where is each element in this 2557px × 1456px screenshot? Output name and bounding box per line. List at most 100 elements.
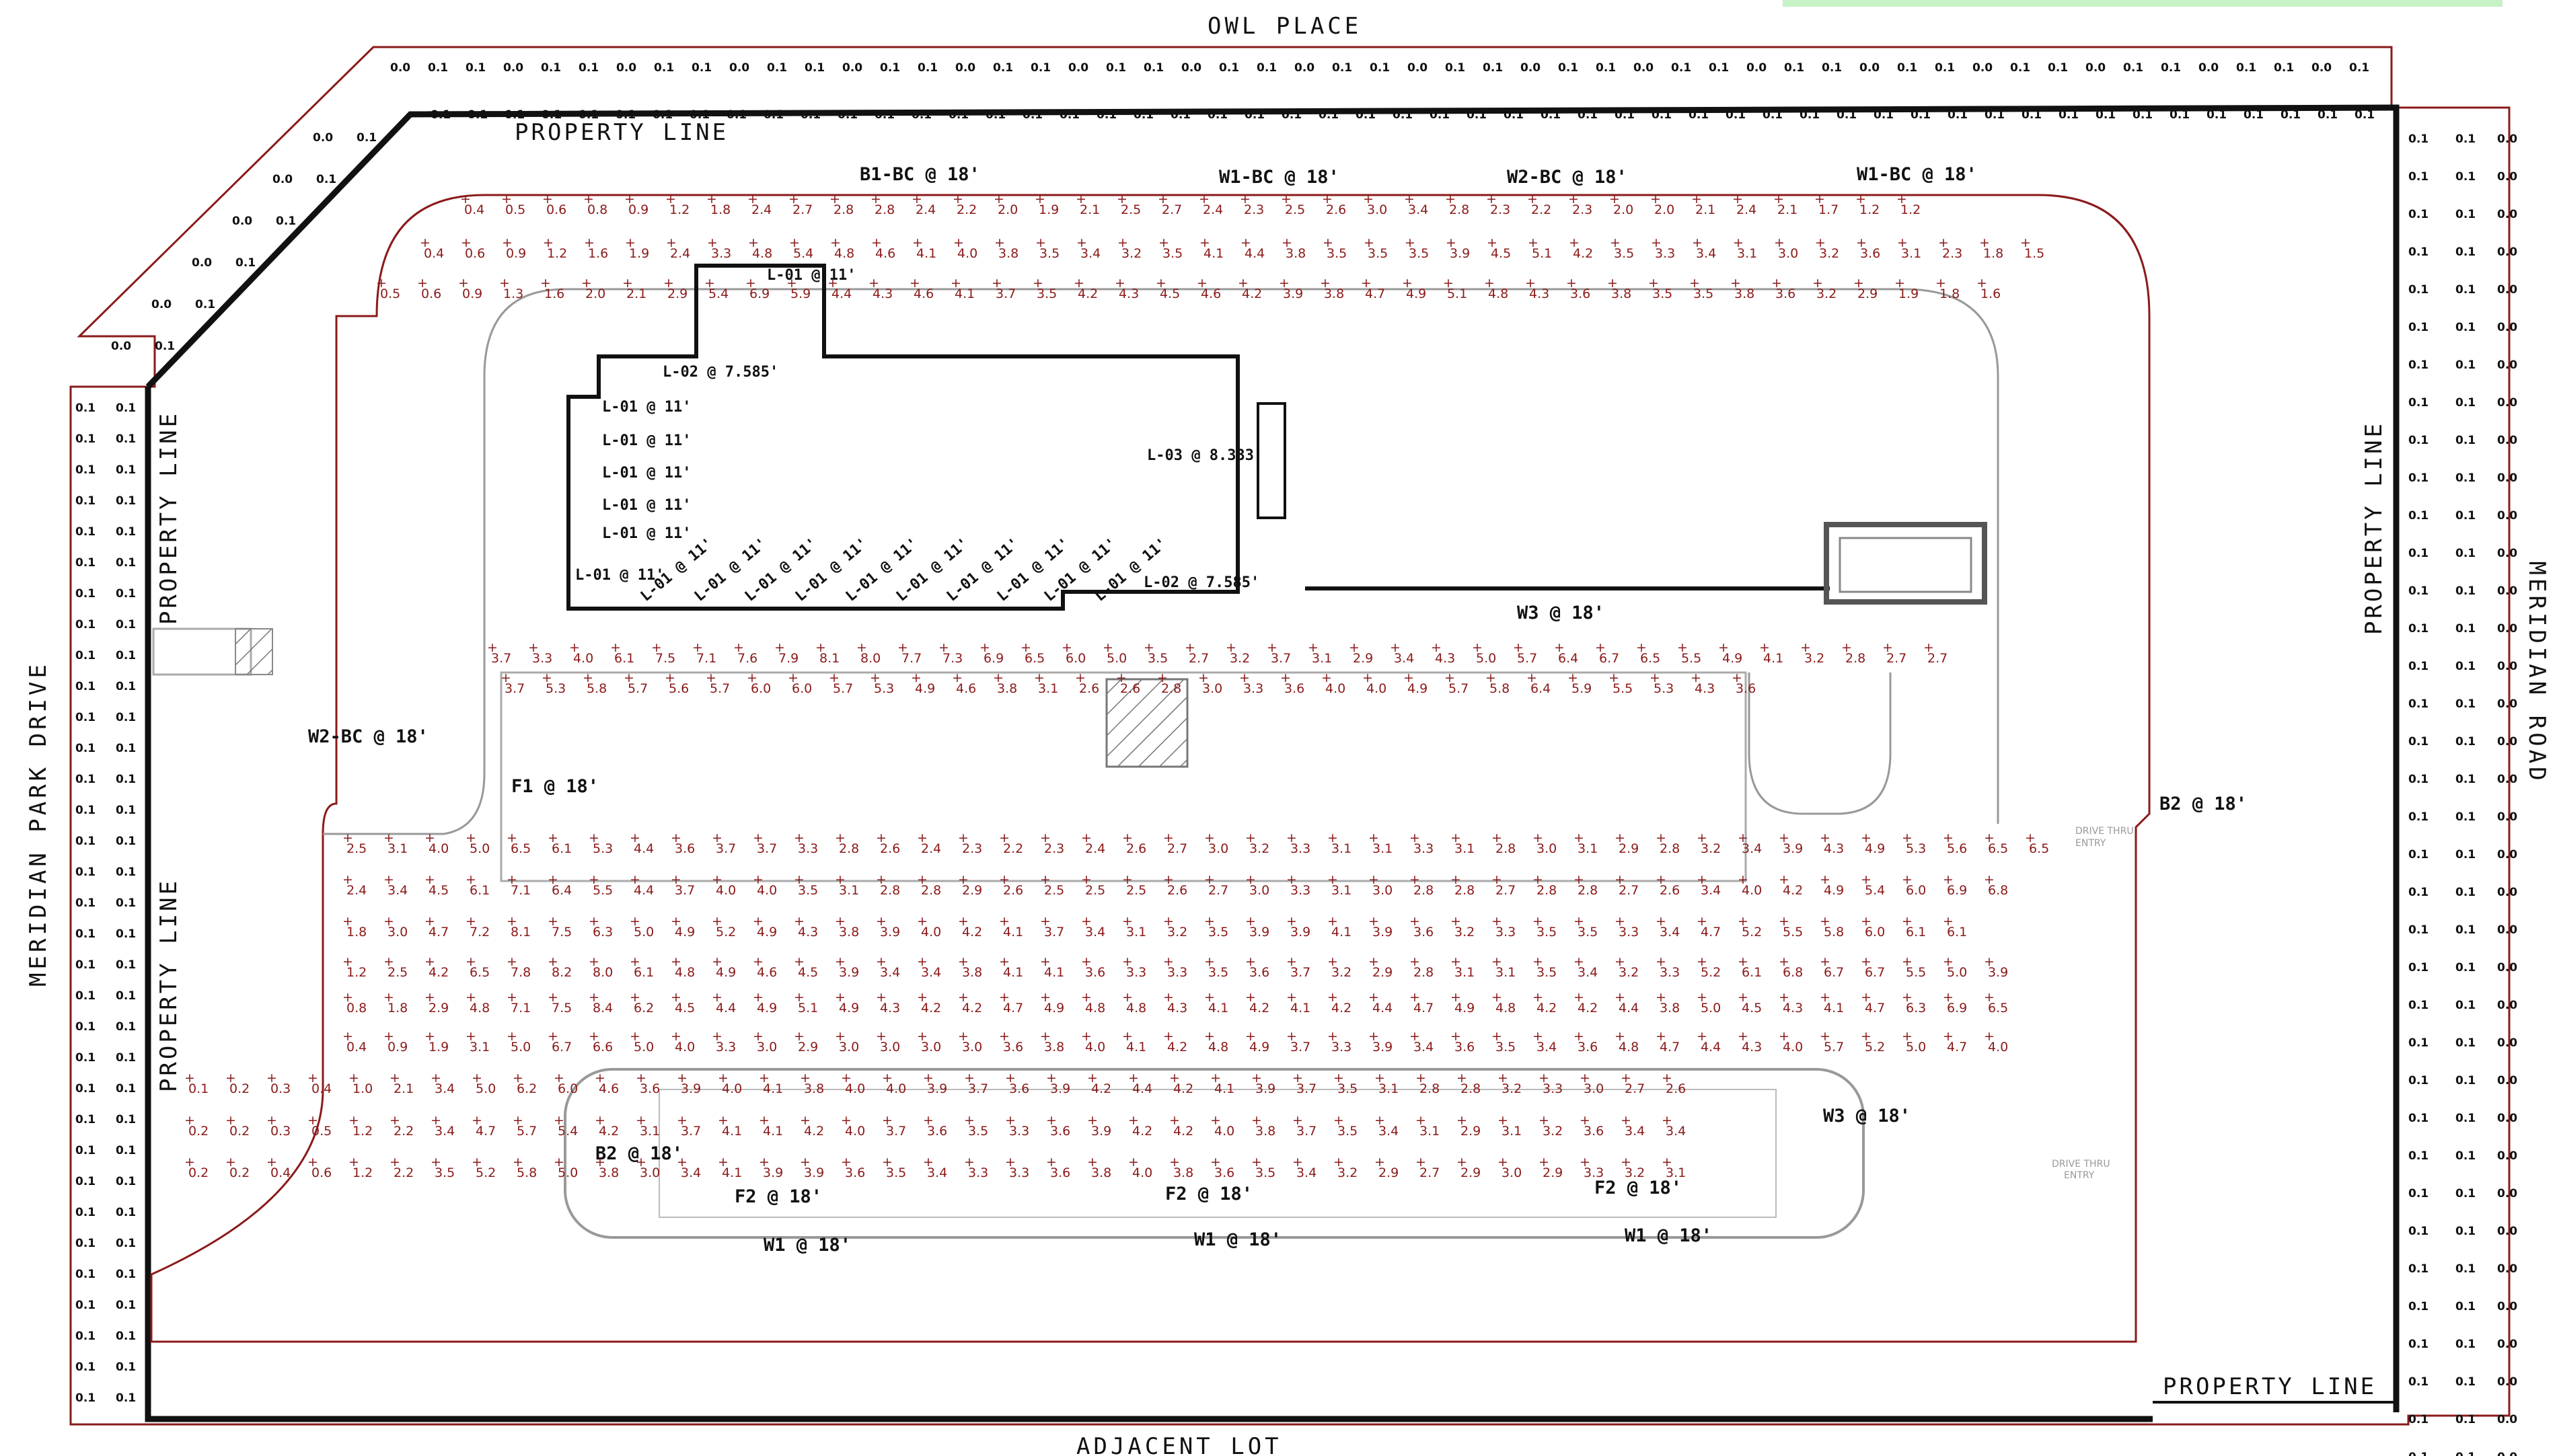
grid-mark: + (1122, 1029, 1133, 1044)
grid-mark: + (1327, 990, 1338, 1005)
lux-reading: 3.4 (1394, 651, 1414, 666)
boundary-reading: 0.1 (1467, 108, 1487, 122)
grid-mark: + (1691, 192, 1702, 206)
fixture-label[interactable]: F2 @ 18' (1594, 1178, 1682, 1198)
lux-reading: 3.6 (1570, 286, 1590, 301)
fixture-label[interactable]: L-03 @ 8.333' (1147, 447, 1263, 464)
grid-mark: + (794, 872, 805, 887)
grid-mark: + (1532, 872, 1543, 887)
boundary-reading: 0.0 (2497, 1262, 2517, 1276)
lux-reading: 2.4 (670, 246, 690, 261)
lux-reading: 3.3 (1619, 925, 1639, 940)
grid-mark: + (1662, 1113, 1672, 1128)
grid-mark: + (466, 831, 476, 845)
lux-reading: 3.4 (1696, 246, 1716, 261)
boundary-reading: 0.1 (75, 1020, 96, 1034)
fixture-label[interactable]: W3 @ 18' (1823, 1106, 1911, 1126)
fixture-label[interactable]: L-02 @ 7.585' (663, 364, 778, 381)
grid-mark: + (677, 1155, 688, 1170)
lux-reading: 4.1 (916, 246, 936, 261)
grid-mark: + (225, 1071, 236, 1085)
lux-reading: 4.8 (675, 965, 695, 980)
lux-reading: 4.9 (915, 681, 935, 696)
grid-mark: + (1656, 954, 1666, 969)
boundary-reading: 0.1 (2408, 471, 2429, 485)
grid-mark: + (1697, 954, 1707, 969)
fixture-label[interactable]: L-02 @ 7.585' (1144, 574, 1259, 591)
lux-reading: 3.0 (921, 1040, 941, 1055)
lux-reading: 2.9 (1619, 841, 1639, 856)
lux-reading: 6.4 (1558, 651, 1578, 666)
grid-mark: + (794, 954, 805, 969)
lux-reading: 3.2 (1543, 1124, 1563, 1139)
lux-reading: 8.2 (552, 965, 572, 980)
fixture-label[interactable]: W2-BC @ 18' (308, 726, 429, 747)
grid-mark: + (876, 831, 887, 845)
grid-mark: + (225, 1113, 236, 1128)
fixture-label[interactable]: W1 @ 18' (1194, 1229, 1282, 1250)
grid-mark: + (1081, 1029, 1092, 1044)
lux-reading: 0.9 (387, 1040, 408, 1055)
grid-mark: + (1738, 914, 1748, 929)
boundary-reading: 0.1 (1356, 108, 1376, 122)
grid-mark: + (876, 914, 887, 929)
fixture-label[interactable]: B1-BC @ 18' (860, 164, 980, 185)
grid-mark: + (1580, 1071, 1590, 1085)
boundary-reading: 0.1 (1822, 61, 1842, 75)
lux-reading: 4.1 (1824, 1001, 1844, 1016)
boundary-reading: 0.1 (838, 108, 858, 122)
grid-mark: + (1456, 1113, 1467, 1128)
fixture-label[interactable]: L-01 @ 11' (602, 432, 691, 449)
lux-reading: 1.8 (710, 202, 731, 217)
grid-mark: + (958, 914, 969, 929)
fixture-label[interactable]: F1 @ 18' (511, 776, 599, 797)
lux-reading: 3.0 (1202, 681, 1222, 696)
lux-reading: 3.1 (1495, 965, 1516, 980)
fixture-label[interactable]: W1-BC @ 18' (1857, 164, 1977, 185)
boundary-reading: 0.1 (75, 556, 96, 570)
grid-mark: + (1245, 990, 1256, 1005)
lux-reading: 2.9 (962, 883, 982, 898)
lux-reading: 6.1 (1906, 925, 1926, 940)
fixture-label[interactable]: L-01 @ 11' (575, 567, 664, 584)
fixture-label[interactable]: W1 @ 18' (1625, 1225, 1712, 1246)
fixture-label[interactable]: L-01 @ 11' (602, 399, 691, 416)
fixture-label[interactable]: W3 @ 18' (1517, 603, 1604, 623)
fixture-label[interactable]: F2 @ 18' (1165, 1184, 1253, 1204)
boundary-reading: 0.1 (1874, 108, 1894, 122)
fixture-label[interactable]: F2 @ 18' (735, 1186, 822, 1207)
fixture-label[interactable]: L-01 @ 11' (602, 497, 691, 514)
fixture-label[interactable]: W1 @ 18' (764, 1235, 851, 1256)
lux-reading: 2.5 (1126, 883, 1146, 898)
fixture-label[interactable]: L-01 @ 11' (602, 465, 691, 482)
lux-reading: 4.3 (1435, 651, 1455, 666)
grid-mark: + (964, 1113, 975, 1128)
grid-mark: + (548, 954, 558, 969)
grid-mark: + (1662, 1071, 1672, 1085)
lux-reading: 6.5 (1988, 1001, 2008, 1016)
fixture-label[interactable]: B2 @ 18' (595, 1143, 683, 1164)
lux-reading: 0.5 (380, 286, 400, 301)
fixture-label[interactable]: L-01 @ 11' (602, 525, 691, 542)
grid-mark: + (507, 831, 517, 845)
lux-reading: 3.3 (1495, 925, 1516, 940)
grid-mark: + (1128, 1155, 1139, 1170)
grid-mark: + (999, 1029, 1010, 1044)
lux-reading: 2.3 (1942, 246, 1962, 261)
boundary-reading: 0.1 (116, 1113, 136, 1126)
boundary-reading: 0.1 (2455, 1187, 2476, 1200)
boundary-reading: 0.1 (2455, 396, 2476, 410)
boundary-reading: 0.0 (1746, 61, 1767, 75)
grid-mark: + (1040, 1029, 1051, 1044)
grid-mark: + (1487, 235, 1497, 250)
lux-reading: 3.5 (968, 1124, 988, 1139)
grid-mark: + (870, 192, 881, 206)
fixture-label[interactable]: W1-BC @ 18' (1219, 167, 1339, 188)
property-line-label-south: PROPERTY LINE (2163, 1373, 2377, 1400)
boundary-reading: 0.1 (875, 108, 895, 122)
fixture-label[interactable]: W2-BC @ 18' (1507, 167, 1627, 188)
lux-reading: 3.1 (1372, 841, 1393, 856)
grid-mark: + (923, 1155, 934, 1170)
fixture-label[interactable]: B2 @ 18' (2159, 794, 2247, 814)
fixture-label[interactable]: L-01 @ 11' (767, 267, 856, 284)
